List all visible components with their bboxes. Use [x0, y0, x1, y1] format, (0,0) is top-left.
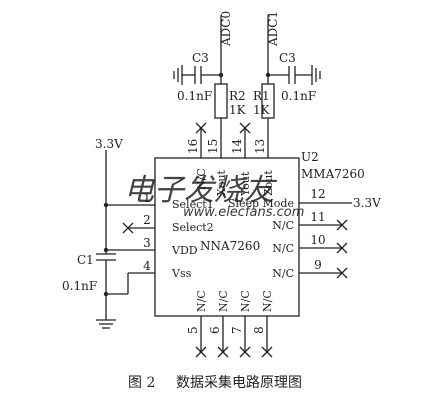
pin-name-11: N/C [272, 219, 294, 232]
pin-number-8: 8 [252, 326, 266, 334]
pin-name-5: N/C [195, 290, 208, 312]
label-c3-right: C3 [279, 51, 296, 65]
label-c3-left-value: 0.1nF [177, 89, 212, 103]
label-adc1: ADC1 [266, 11, 280, 47]
nc-cross-pin16 [195, 122, 207, 134]
junction-pin3 [103, 247, 109, 253]
figure-title: 数据采集电路原理图 [176, 374, 302, 391]
pin-name-13: Zout [262, 170, 275, 196]
nc-cross-pin2 [122, 222, 134, 234]
label-c3-right-value: 0.1nF [281, 89, 316, 103]
label-r1: R1 [253, 89, 270, 103]
resistor-r2 [214, 83, 228, 119]
label-supply-right: 3.3V [353, 196, 381, 210]
pin-name-4: Vss [171, 267, 192, 280]
pin-name-2: Select2 [172, 221, 214, 234]
pin-number-5: 5 [186, 326, 200, 334]
pin-number-1: 1 [143, 191, 151, 205]
pin-name-14: Yout [239, 171, 252, 197]
pin-number-10: 10 [310, 233, 325, 247]
junction-adc1 [265, 72, 271, 78]
ic-body [154, 157, 300, 317]
pin-number-16: 16 [186, 139, 200, 154]
label-r2-value: 1K [229, 103, 247, 117]
pin-name-16: N/C [195, 168, 208, 190]
watermark-logo: 电子发烧友 [124, 173, 278, 208]
nc-cross-pin10 [336, 242, 348, 254]
nc-cross-pin8 [261, 346, 273, 358]
pin-name-6: N/C [217, 290, 230, 312]
pin-name-3: VDD [171, 244, 198, 257]
pin-number-13: 13 [253, 139, 267, 154]
pin-name-9: N/C [272, 267, 294, 280]
pin-name-15: Xout [215, 169, 228, 196]
pin-number-11: 11 [310, 210, 325, 224]
pin-name-1: Select1 [172, 198, 214, 211]
label-c3-left: C3 [192, 51, 209, 65]
label-r1-value: 1K [253, 103, 271, 117]
pin-number-4: 4 [143, 259, 151, 273]
nc-cross-pin14 [239, 122, 251, 134]
pin-number-9: 9 [314, 258, 322, 272]
label-chip-body: NNA7260 [200, 239, 260, 253]
pin-number-2: 2 [143, 213, 151, 227]
pin-number-7: 7 [230, 326, 244, 334]
junction-pin1 [103, 202, 109, 208]
pin-name-8: N/C [261, 290, 274, 312]
pin-name-12: Sleep Mode [228, 197, 294, 210]
label-supply-left: 3.3V [95, 137, 123, 151]
nc-cross-pin7 [239, 346, 251, 358]
nc-cross-pin6 [217, 346, 229, 358]
figure-number: 图 2 [128, 375, 155, 391]
pin-number-6: 6 [208, 326, 222, 334]
junction-adc0 [218, 72, 224, 78]
label-chip-part: MMA7260 [301, 167, 365, 181]
nc-cross-pin11 [336, 219, 348, 231]
watermark-url: www.elecfans.com [183, 205, 304, 220]
junction-gnd [103, 291, 109, 297]
pin-name-10: N/C [272, 242, 294, 255]
label-chip-ref: U2 [301, 150, 319, 164]
nc-cross-pin5 [195, 346, 207, 358]
pin-number-14: 14 [230, 138, 244, 154]
label-adc0: ADC0 [219, 11, 233, 47]
label-r2: R2 [229, 89, 246, 103]
pin-number-15: 15 [206, 139, 220, 154]
pin-name-7: N/C [239, 290, 252, 312]
pin-number-3: 3 [143, 236, 151, 250]
label-c1-value: 0.1nF [62, 279, 97, 293]
nc-cross-pin9 [336, 267, 348, 279]
label-c1: C1 [77, 253, 94, 267]
pin-number-12: 12 [310, 187, 325, 201]
